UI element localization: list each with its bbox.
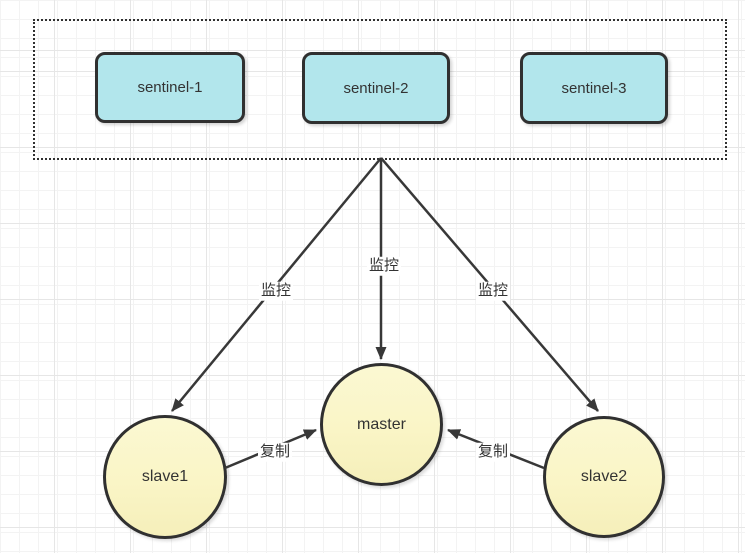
sentinel-3-label: sentinel-3	[561, 79, 627, 97]
replicate-label-slave1: 复制	[257, 442, 293, 462]
monitor-label-slave1: 监控	[258, 281, 294, 301]
sentinel-1-node: sentinel-1	[95, 52, 245, 123]
monitor-label-master: 监控	[366, 256, 402, 276]
slave1-label: slave1	[141, 468, 189, 485]
sentinel-1-label: sentinel-1	[137, 79, 203, 96]
sentinel-2-node: sentinel-2	[302, 52, 450, 124]
master-node: master	[320, 363, 443, 486]
slave2-node: slave2	[543, 416, 665, 538]
slave1-node: slave1	[103, 415, 227, 539]
replicate-label-slave2: 复制	[475, 442, 511, 462]
master-label: master	[357, 415, 406, 433]
monitor-label-slave2: 监控	[475, 281, 511, 301]
sentinel-2-label: sentinel-2	[343, 79, 409, 97]
slave2-label: slave2	[580, 468, 628, 485]
sentinel-3-node: sentinel-3	[520, 52, 668, 124]
